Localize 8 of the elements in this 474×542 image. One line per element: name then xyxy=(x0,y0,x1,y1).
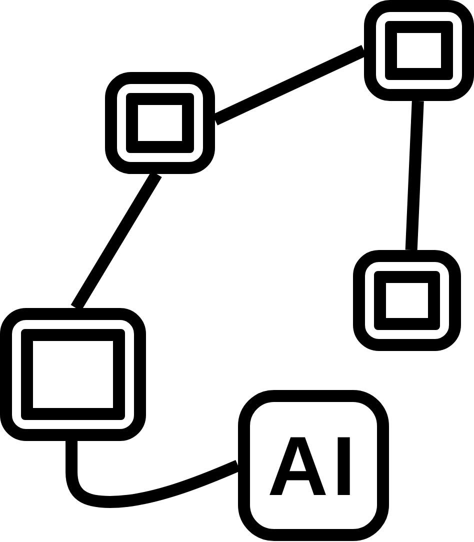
connector-line xyxy=(66,441,240,508)
node-box xyxy=(364,0,474,101)
node-card xyxy=(238,390,389,541)
node-box xyxy=(105,72,215,174)
node-box xyxy=(353,250,461,351)
node-box xyxy=(0,308,146,441)
connector-line xyxy=(405,100,424,250)
node-label: AI xyxy=(268,424,360,508)
